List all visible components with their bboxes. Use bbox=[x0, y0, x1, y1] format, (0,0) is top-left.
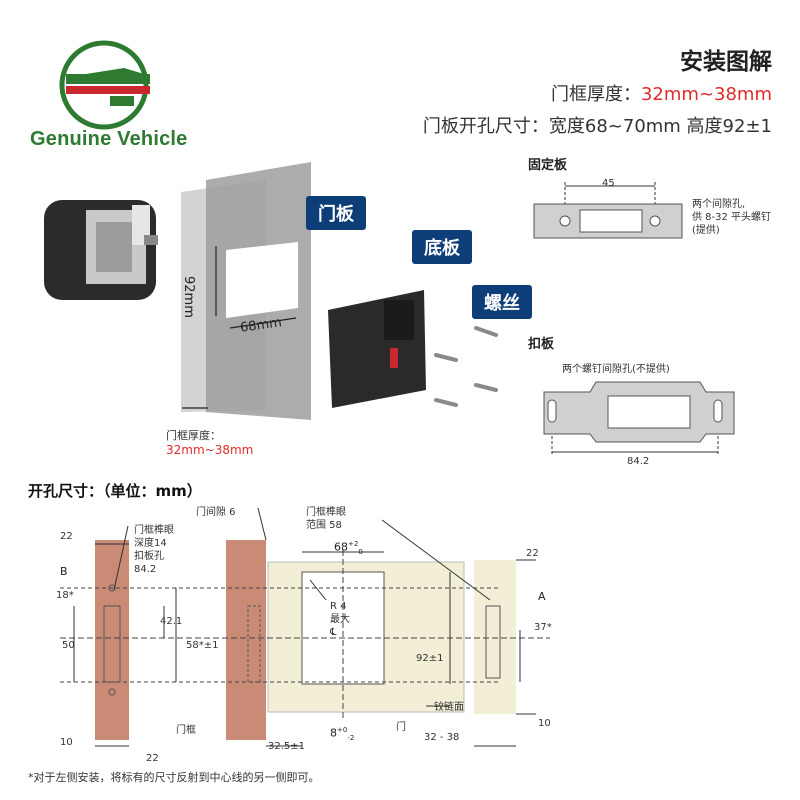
fixed-plate-dim: 45 bbox=[602, 178, 615, 189]
fixed-plate-label: 固定板 bbox=[528, 158, 568, 173]
footnote: *对于左侧安装，将标有的尺寸反射到中心线的另一侧即可。 bbox=[28, 771, 320, 784]
dim-37: 37* bbox=[534, 622, 552, 633]
dim-325: 32.5±1 bbox=[268, 741, 306, 752]
dim-58: 58*±1 bbox=[186, 640, 219, 651]
dim-8: 8+0-2 bbox=[330, 726, 354, 742]
centerline-symbol: ℄ bbox=[330, 627, 337, 638]
door-gap-label: 门间隙 6 bbox=[196, 507, 236, 518]
dim-92: 92±1 bbox=[416, 653, 444, 664]
mortise-depth-line2: 深度14 bbox=[134, 538, 167, 549]
view-label-b: B bbox=[60, 565, 68, 578]
tag-door-panel: 门板 bbox=[306, 196, 366, 230]
radius-label: R 4 bbox=[330, 601, 347, 612]
dim-22-top: 22 bbox=[60, 531, 73, 542]
dim-8-value: 8 bbox=[330, 726, 337, 740]
tag-screws: 螺丝 bbox=[472, 285, 532, 319]
dim-32-38: 32 - 38 bbox=[424, 732, 460, 743]
dim-68-value: 68 bbox=[334, 540, 348, 554]
tag-base-plate: 底板 bbox=[412, 230, 472, 264]
thickness-note: 门框厚度： 32mm~38mm bbox=[166, 428, 253, 458]
latch-body-image bbox=[44, 200, 158, 300]
dim-22-bottom: 22 bbox=[146, 753, 159, 764]
strike-hole-label: 扣板孔 bbox=[134, 551, 164, 562]
view-label-a: A bbox=[538, 590, 546, 603]
brand-logo bbox=[59, 40, 150, 130]
hinge-side-label: 铰链面 bbox=[434, 702, 464, 713]
dim-height-label: 92mm bbox=[181, 276, 196, 318]
brand-name: Genuine Vehicle bbox=[30, 128, 188, 150]
dim-842: 84.2 bbox=[134, 564, 157, 575]
mortise-depth-note: 门框榫眼 深度14 扣板孔 84.2 bbox=[134, 524, 174, 576]
fixed-plate-note-2: 供 8-32 平头螺钉 bbox=[692, 212, 772, 223]
frame-label: 门框 bbox=[176, 725, 196, 736]
fixed-plate-note: 两个间隙孔, 供 8-32 平头螺钉 (提供) bbox=[692, 198, 771, 237]
fixed-plate-drawing bbox=[533, 182, 683, 239]
strike-plate-drawing bbox=[543, 381, 735, 456]
strike-plate-note: 两个螺钉间隙孔(不提供) bbox=[562, 364, 670, 375]
strike-plate-dim: 84.2 bbox=[627, 456, 650, 467]
dim-10-left: 10 bbox=[60, 737, 73, 748]
mortise-range-line1: 门框榫眼 bbox=[306, 507, 346, 518]
mortise-depth-line1: 门框榫眼 bbox=[134, 525, 174, 536]
page-title: 安装图解 bbox=[680, 49, 772, 75]
dim-68: 68+20 bbox=[334, 540, 363, 556]
dim-18: 18* bbox=[56, 590, 74, 601]
frame-thickness-value: 32mm~38mm bbox=[640, 84, 772, 105]
radius-max-label: 最大 bbox=[330, 614, 350, 625]
dim-8-tol-dn: -2 bbox=[347, 733, 355, 742]
dim-68-tol-dn: 0 bbox=[358, 547, 363, 556]
fixed-plate-note-3: (提供) bbox=[692, 225, 720, 236]
dim-22-right: 22 bbox=[526, 548, 539, 559]
cutout-title: 开孔尺寸：（单位：mm） bbox=[28, 482, 202, 500]
fixed-plate-note-1: 两个间隙孔, bbox=[692, 199, 746, 210]
hole-size-spec: 门板开孔尺寸：宽度68~70mm 高度92±1 bbox=[422, 116, 772, 137]
thickness-note-label: 门框厚度： bbox=[166, 429, 221, 442]
cutout-drawing bbox=[60, 507, 550, 747]
exploded-view bbox=[44, 162, 498, 420]
dim-8-tol-up: +0 bbox=[337, 726, 348, 734]
radius-note: R 4 最大 ℄ bbox=[330, 600, 350, 639]
frame-thickness-spec: 门框厚度：32mm~38mm bbox=[551, 80, 772, 106]
thickness-note-value: 32mm~38mm bbox=[166, 443, 254, 457]
door-label: 门 bbox=[396, 722, 406, 733]
dim-421: 42.1 bbox=[160, 616, 183, 627]
dim-10-right: 10 bbox=[538, 718, 551, 729]
mortise-range-note: 门框榫眼 范围 58 bbox=[306, 506, 346, 532]
strike-plate-label: 扣板 bbox=[528, 337, 555, 352]
mortise-range-line2: 范围 58 bbox=[306, 520, 342, 531]
dim-50: 50 bbox=[62, 640, 75, 651]
frame-thickness-label: 门框厚度： bbox=[550, 84, 641, 105]
dim-68-tol-up: +2 bbox=[348, 540, 359, 548]
